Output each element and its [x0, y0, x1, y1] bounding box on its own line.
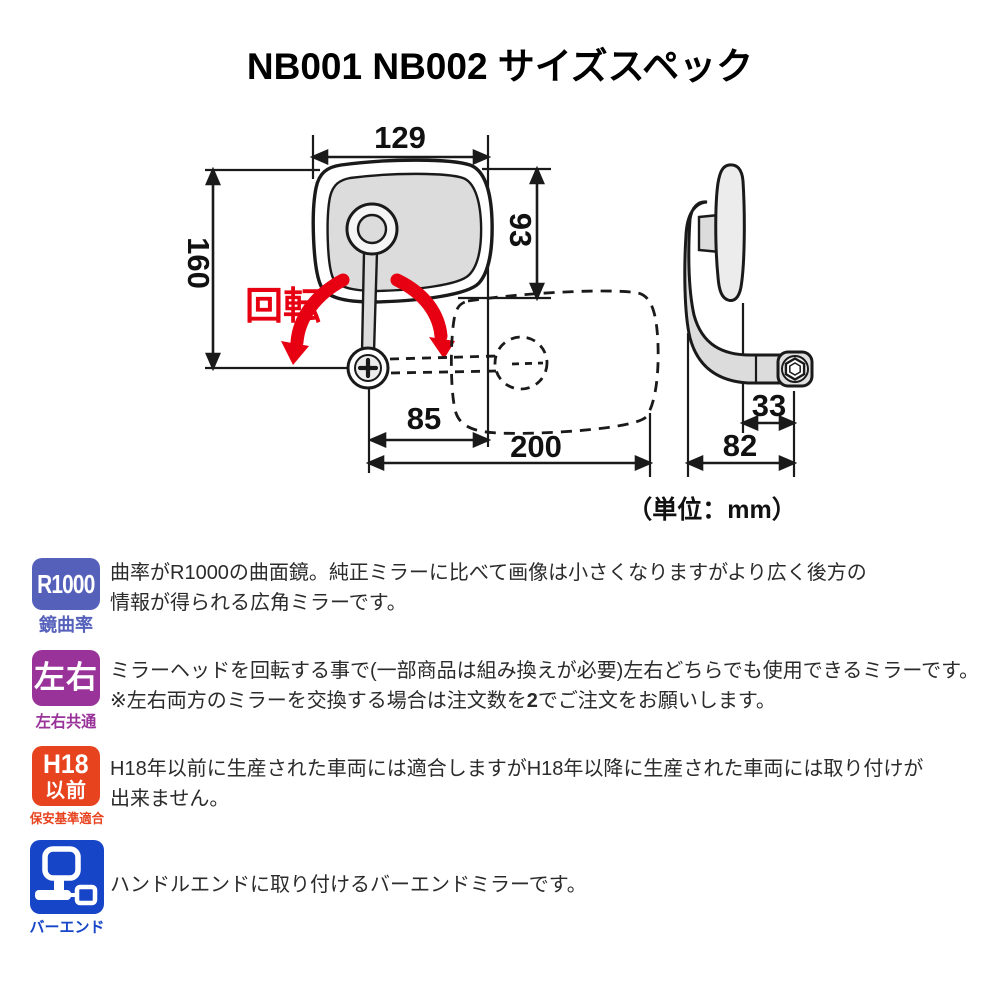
order-quantity: 2	[526, 690, 538, 712]
text-line: ハンドルエンドに取り付けるバーエンドミラーです。	[110, 874, 587, 896]
rotated-position-dashed	[389, 289, 660, 435]
dim-label-129: 129	[374, 120, 426, 155]
h18-badge-caption: 保安基準適合	[29, 811, 105, 826]
rotation-arrows	[281, 273, 455, 365]
text-line: ミラーヘッドを回転する事で(一部商品は組み換えが必要)左右どちらでも使用できるミ…	[110, 660, 980, 682]
dim-label-33: 33	[752, 388, 786, 423]
dim-label-200: 200	[510, 429, 562, 464]
r1000-badge-caption: 鏡曲率	[39, 615, 93, 635]
page-title: NB001 NB002 サイズスペック	[246, 46, 754, 87]
bar-end-badge	[30, 840, 104, 914]
text-line: H18年以前に生産された車両には適合しますがH18年以降に生産された車両には取り…	[110, 758, 924, 780]
r1000-description: 曲率がR1000の曲面鏡。純正ミラーに比べて画像は小さくなりますがより広く後方の…	[110, 558, 990, 618]
text-line: 出来ません。	[110, 788, 230, 810]
left-right-badge-text: 左右	[34, 660, 98, 695]
r1000-badge: R1000	[32, 558, 100, 610]
h18-badge-subtext: 以前	[45, 779, 87, 802]
h18-description: H18年以前に生産された車両には適合しますがH18年以降に生産された車両には取り…	[110, 754, 990, 814]
bar-end-description: ハンドルエンドに取り付けるバーエンドミラーです。	[110, 870, 990, 900]
dim-label-160: 160	[181, 237, 216, 289]
dim-label-93: 93	[503, 213, 538, 247]
spec-diagram: 129 160 93 85 200 33 82 回転 （単位：mm）	[0, 105, 1000, 535]
rotation-arrow-right	[390, 273, 448, 343]
left-right-description: ミラーヘッドを回転する事で(一部商品は組み換えが必要)左右どちらでも使用できるミ…	[110, 656, 990, 716]
hex-bolt	[776, 350, 814, 388]
text-line: 情報が得られる広角ミラーです。	[110, 592, 407, 614]
dim-label-85: 85	[407, 401, 441, 436]
spec-diagram-svg: 129 160 93 85 200 33 82 回転 （単位：mm）	[181, 120, 814, 524]
left-right-badge: 左右	[32, 650, 100, 706]
bar-end-badge-caption: バーエンド	[29, 919, 105, 936]
h18-badge-text: H18	[43, 748, 89, 779]
left-right-badge-caption: 左右共通	[35, 714, 97, 731]
rotation-arrow-left	[290, 273, 350, 349]
dimension-lines	[205, 149, 798, 471]
mirror-stem	[360, 250, 379, 354]
bar-end-mirror-icon	[35, 846, 98, 906]
text-line: 曲率がR1000の曲面鏡。純正ミラーに比べて画像は小さくなりますがより広く後方の	[110, 562, 867, 584]
side-view	[683, 163, 814, 388]
r1000-badge-text: R1000	[37, 569, 95, 599]
rotation-label: 回転	[245, 286, 321, 328]
side-mirror-blade	[714, 163, 746, 302]
front-view	[311, 158, 494, 390]
dim-label-82: 82	[723, 428, 757, 463]
text-line: ※左右両方のミラーを交換する場合は注文数を2でご注文をお願いします。	[110, 690, 776, 712]
h18-badge: H18 以前	[32, 746, 100, 806]
unit-label: （単位：mm）	[627, 495, 796, 524]
pivot-screw	[346, 346, 390, 390]
